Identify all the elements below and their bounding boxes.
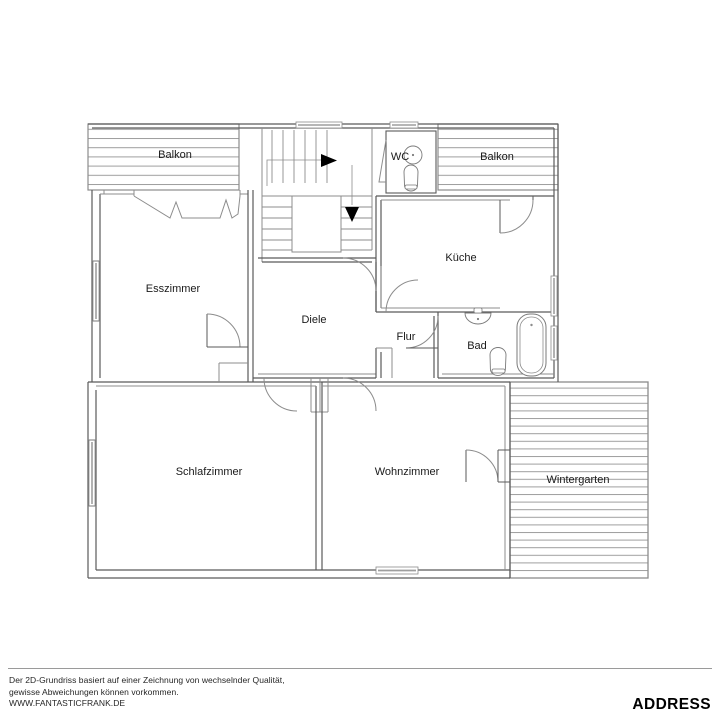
window-wohnzimmer-south: [375, 566, 419, 575]
footer-website: WWW.FANTASTICFRANK.DE: [9, 698, 126, 708]
window-kueche-east: [550, 275, 558, 317]
room-label-wc: WC: [391, 151, 409, 163]
floor-plan-drawing: Balkon Balkon WC Küche Esszimmer Diele F…: [87, 121, 649, 579]
room-flur: [375, 312, 439, 378]
bad-toilet-fixture: [489, 347, 507, 376]
wc-toilet-fixture: [403, 164, 419, 192]
bad-sink-fixture: [464, 307, 492, 325]
room-esszimmer: [92, 190, 254, 382]
floor-plan-canvas: Balkon Balkon WC Küche Esszimmer Diele F…: [87, 121, 649, 579]
room-bad: [438, 307, 558, 379]
window-wc-north: [389, 121, 419, 129]
room-schlafzimmer: [88, 382, 323, 570]
room-wohnzimmer: [322, 385, 510, 575]
disclaimer-line-1: Der 2D-Grundriss basiert auf einer Zeich…: [9, 675, 285, 685]
balcony-right: [437, 123, 559, 191]
room-label-wintergarten: Wintergarten: [547, 474, 610, 486]
stair-arrow-up-icon: [321, 154, 337, 167]
room-label-esszimmer: Esszimmer: [146, 283, 201, 295]
window-bad-east: [550, 325, 558, 361]
footer-divider: [8, 668, 712, 669]
room-label-diele: Diele: [301, 314, 326, 326]
outer-walls-lower: [87, 381, 511, 579]
room-label-bad: Bad: [467, 340, 487, 352]
room-label-schlafzimmer: Schlafzimmer: [176, 466, 243, 478]
room-label-wohnzimmer: Wohnzimmer: [375, 466, 440, 478]
bad-bathtub-fixture: [516, 313, 547, 377]
staircase: [258, 121, 376, 263]
room-label-flur: Flur: [397, 331, 416, 343]
footer-disclaimer: Der 2D-Grundriss basiert auf einer Zeich…: [9, 675, 285, 710]
footer: Der 2D-Grundriss basiert auf einer Zeich…: [0, 660, 720, 720]
room-label-balkon-right: Balkon: [480, 151, 514, 163]
wintergarten-area: [509, 381, 649, 579]
window-esszimmer-west: [92, 260, 100, 322]
disclaimer-line-2: gewisse Abweichungen können vorkommen.: [9, 686, 179, 697]
brand-address: ADDRESS: [632, 696, 711, 713]
room-label-balkon-left: Balkon: [158, 149, 192, 161]
room-wc: [378, 121, 437, 194]
room-label-kueche: Küche: [445, 252, 476, 264]
window-schlafzimmer-west: [88, 439, 96, 507]
window-stair-north: [295, 121, 343, 129]
stair-arrow-down-icon: [345, 207, 359, 222]
wc-sink-fixture: [403, 145, 423, 165]
room-kueche: [375, 195, 558, 317]
room-diele: [253, 257, 382, 413]
